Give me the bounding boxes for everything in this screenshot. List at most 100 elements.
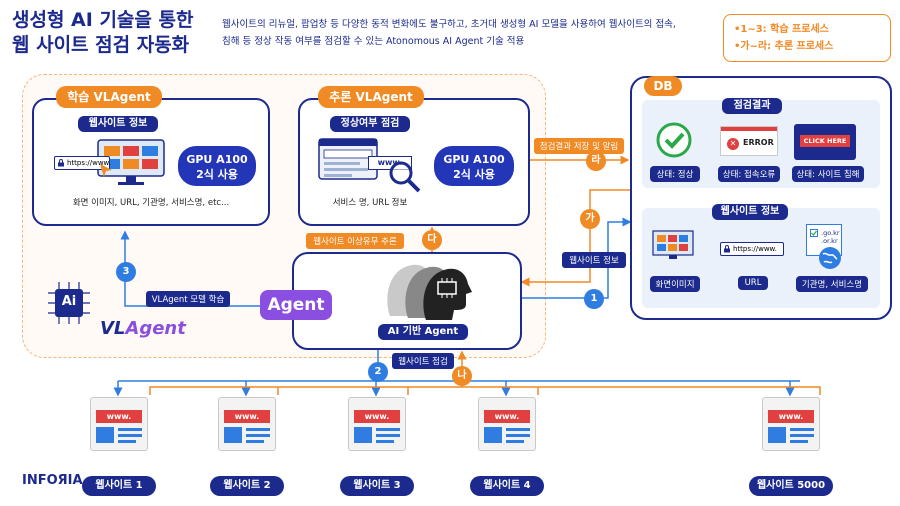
step-2: 2 — [368, 362, 388, 382]
status-breach: 상태: 사이트 침해 — [792, 166, 864, 182]
infer-gpu-badge: GPU A100 2식 사용 — [434, 146, 514, 186]
step-ra: 라 — [586, 151, 606, 171]
website-text-line — [118, 434, 142, 437]
website-www-banner: www. — [484, 410, 530, 423]
vlagent-logo-vl: VL — [100, 318, 126, 339]
agent-pill: Agent — [260, 290, 332, 320]
click-here-window-icon: CLICK HERE — [794, 124, 856, 160]
website-content-block — [484, 427, 502, 443]
website-label-3: 웹사이트 3 — [340, 476, 414, 496]
description-line-2: 침해 등 정상 작동 여부를 점검할 수 있는 Atonomous AI Age… — [222, 36, 525, 47]
legend-learn: •1~3: 학습 프로세스 — [734, 24, 829, 35]
website-label-5: 웹사이트 5000 — [749, 476, 833, 496]
infer-caption: 서비스 명, URL 정보 — [332, 198, 408, 208]
website-text-line — [790, 440, 808, 443]
cursor-icon — [98, 162, 114, 178]
website-content-block — [354, 427, 372, 443]
learn-caption: 화면 이미지, URL, 기관명, 서비스명, etc... — [72, 198, 230, 208]
browser-window-icon — [318, 138, 378, 180]
site-info-title: 웹사이트 정보 — [712, 204, 788, 220]
website-text-line — [376, 434, 400, 437]
browser-dots-icon — [95, 401, 125, 416]
lock-icon — [57, 159, 65, 167]
website-text-line — [118, 440, 136, 443]
website-www-banner: www. — [224, 410, 270, 423]
site-check-label: 웹사이트 점검 — [392, 353, 454, 369]
step-na: 나 — [452, 366, 472, 386]
db-url-text: https://www. — [733, 245, 777, 253]
legend: •1~3: 학습 프로세스 •가~라: 추론 프로세스 — [723, 14, 891, 62]
magnifier-icon — [388, 160, 422, 194]
website-browser-2: www. — [218, 397, 276, 451]
legend-infer: •가~라: 추론 프로세스 — [734, 41, 834, 52]
learn-gpu-badge: GPU A100 2식 사용 — [178, 146, 256, 186]
website-content-block — [224, 427, 242, 443]
db-lock-icon — [723, 245, 731, 253]
globe-icon — [818, 246, 842, 270]
ai-agent-label: AI 기반 Agent — [378, 324, 468, 340]
website-text-line — [506, 434, 530, 437]
website-text-line — [246, 428, 270, 431]
domain-1: .go.kr — [821, 229, 840, 237]
info-org-service: 기관명, 서비스명 — [796, 276, 868, 292]
infer-vlagent-title: 추론 VLAgent — [318, 86, 424, 108]
infer-check-tag: 정상여부 점검 — [330, 116, 410, 132]
error-window-icon: ✕ ERROR — [720, 126, 778, 156]
vlagent-logo: VLAgent — [100, 318, 186, 339]
browser-dots-icon — [767, 401, 797, 416]
browser-dots-icon — [483, 401, 513, 416]
website-text-line — [246, 434, 270, 437]
infer-gpu-line-1: GPU A100 — [443, 153, 505, 166]
browser-dots-icon — [223, 401, 253, 416]
check-results-title: 점검결과 — [722, 98, 782, 114]
website-content-block — [96, 427, 114, 443]
store-alert-label: 점검결과 저장 및 알림 — [534, 138, 624, 154]
learn-url-text: https://www. — [67, 159, 111, 167]
screen-image-icon — [652, 230, 694, 262]
model-learning-label: VLAgent 모델 학습 — [146, 291, 230, 307]
website-text-line — [506, 428, 530, 431]
step-ga: 가 — [580, 209, 600, 229]
page-title: 생성형 AI 기술을 통한 웹 사이트 점검 자동화 — [12, 8, 193, 58]
click-here-button: CLICK HERE — [800, 135, 850, 147]
website-browser-3: www. — [348, 397, 406, 451]
error-top-bar — [721, 127, 777, 131]
infer-gpu-line-2: 2식 사용 — [453, 168, 495, 181]
site-info-flow-label: 웹사이트 정보 — [562, 252, 626, 268]
error-text: ERROR — [743, 138, 774, 147]
checkbox-icon — [810, 229, 818, 237]
website-www-banner: www. — [768, 410, 814, 423]
status-error: 상태: 접속오류 — [718, 166, 780, 182]
learn-gpu-line-1: GPU A100 — [186, 153, 248, 166]
agent-head-icon — [380, 258, 490, 324]
website-label-1: 웹사이트 1 — [82, 476, 156, 496]
learn-site-info-tag: 웹사이트 정보 — [78, 116, 158, 132]
website-browser-5: www. — [762, 397, 820, 451]
website-text-line — [246, 440, 264, 443]
title-line-2: 웹 사이트 점검 자동화 — [12, 34, 190, 56]
description-line-1: 웹사이트의 리뉴얼, 팝업창 등 다양한 동적 변화에도 불구하고, 초거대 생… — [222, 19, 676, 30]
vlagent-logo-agent: Agent — [125, 318, 186, 339]
db-url-bar: https://www. — [720, 242, 784, 256]
learn-url-bar: https://www. — [54, 156, 111, 170]
website-text-line — [118, 428, 142, 431]
info-screen-image: 화면이미지 — [650, 276, 700, 292]
website-label-2: 웹사이트 2 — [210, 476, 284, 496]
ai-chip-icon — [46, 280, 92, 326]
title-line-1: 생성형 AI 기술을 통한 — [12, 9, 194, 31]
website-browser-1: www. — [90, 397, 148, 451]
learn-gpu-line-2: 2식 사용 — [196, 168, 238, 181]
ai-chip-text: Ai — [61, 294, 77, 309]
website-text-line — [376, 440, 394, 443]
error-x-icon: ✕ — [727, 138, 739, 150]
info-url: URL — [738, 276, 768, 290]
website-text-line — [790, 434, 814, 437]
website-text-line — [790, 428, 814, 431]
step-da: 다 — [422, 230, 442, 250]
website-content-block — [768, 427, 786, 443]
anomaly-inference-label: 웹사이트 이상유무 추론 — [306, 233, 404, 249]
description: 웹사이트의 리뉴얼, 팝업창 등 다양한 동적 변화에도 불구하고, 초거대 생… — [222, 16, 722, 50]
browser-dots-icon — [353, 401, 383, 416]
website-text-line — [506, 440, 524, 443]
learn-vlagent-title: 학습 VLAgent — [56, 86, 162, 108]
